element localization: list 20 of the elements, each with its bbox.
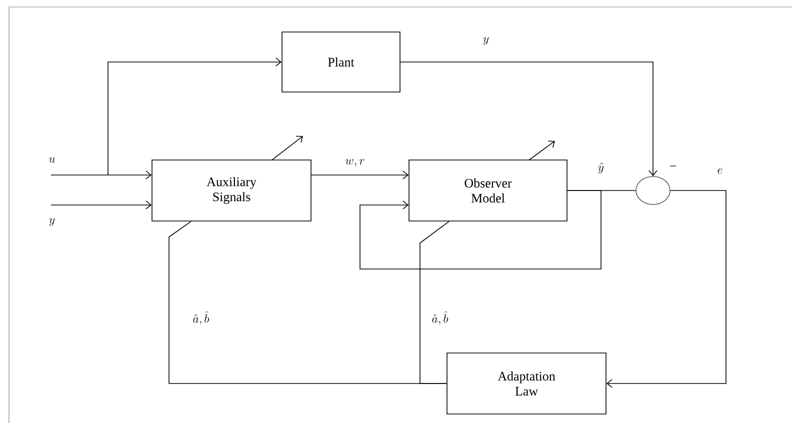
edge-label: $y$ (483, 37, 489, 45)
block-box: Plant (282, 32, 400, 92)
arrow (108, 58, 282, 176)
edge-label: $w, r$ (346, 159, 364, 167)
arrow (311, 170, 409, 180)
arrow (360, 190, 602, 270)
summing-junction (636, 176, 670, 205)
arrow (400, 62, 658, 176)
edge-label: $\hat{y}$ (598, 162, 604, 174)
block-box: Observer Model (408, 160, 568, 222)
edge-label: $u$ (48, 157, 55, 163)
block-box: Adaptation Law (446, 352, 606, 414)
edge-label: $\hat{a}, \hat{b}$ (432, 311, 448, 325)
arrow (50, 170, 152, 180)
block-box: Auxiliary Signals (152, 160, 312, 222)
edge-label: $y$ (49, 218, 55, 226)
arrow (606, 190, 726, 388)
arrow (50, 200, 152, 210)
edge-label: $\hat{a}, \hat{b}$ (193, 311, 210, 325)
edge-label: $e$ (718, 168, 722, 174)
